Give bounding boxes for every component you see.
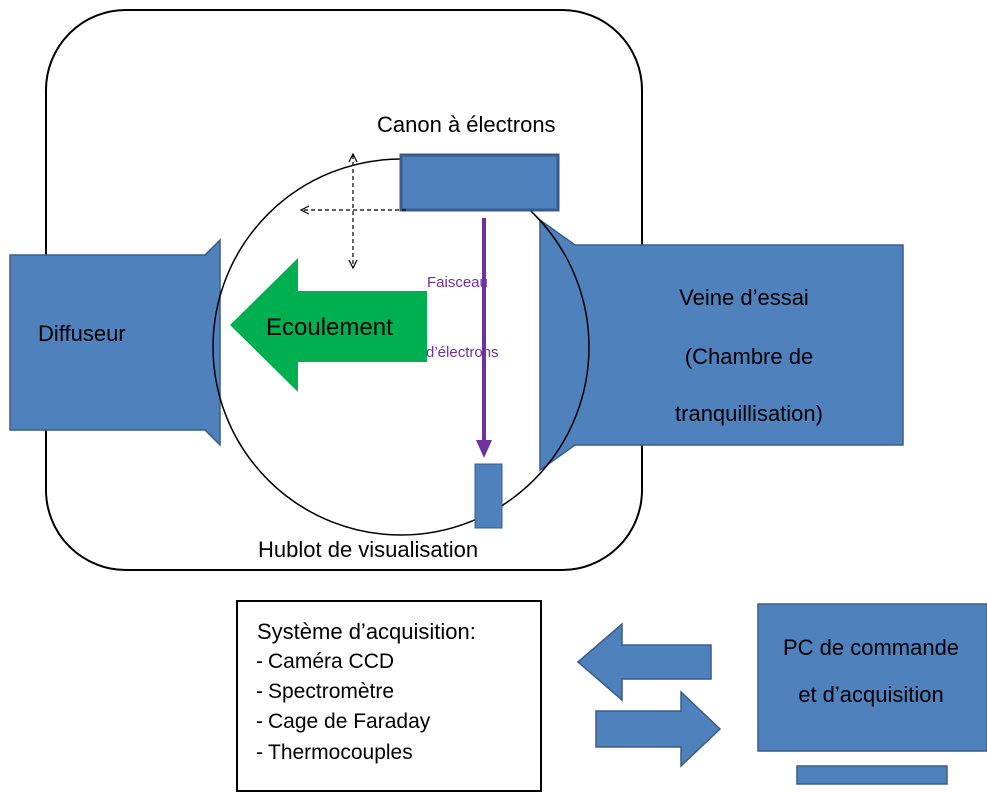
pc-monitor	[757, 603, 987, 752]
arrow-to-acquisition	[576, 622, 712, 702]
electron-beam-arrowhead	[476, 440, 492, 458]
diffuser-label: Diffuseur	[38, 321, 126, 346]
pc-label-line2: et d’acquisition	[798, 682, 944, 707]
test-section-label-line3: tranquillisation)	[675, 401, 823, 426]
viewport-label: Hublot de visualisation	[258, 537, 479, 562]
electron-gun-label: Canon à électrons	[377, 112, 556, 137]
arrow-to-pc	[595, 690, 722, 768]
acquisition-system-box	[236, 600, 542, 792]
flow-arrow	[230, 258, 427, 392]
flow-label: Ecoulement	[266, 314, 393, 341]
acquisition-item: -Caméra CCD	[256, 650, 395, 673]
test-section-label-line2: (Chambre de	[684, 344, 814, 369]
acquisition-item: -Thermocouples	[256, 741, 413, 764]
diffuser-shape	[9, 238, 221, 447]
test-section-shape	[539, 218, 904, 472]
acquisition-item: -Spectromètre	[256, 680, 395, 703]
pc-stand	[796, 765, 948, 785]
acquisition-title: Système d’acquisition:	[257, 619, 476, 644]
electron-gun-shape	[399, 153, 560, 212]
beam-label-line1: Faisceau	[427, 274, 488, 291]
test-section-label-line1: Veine d’essai	[679, 285, 809, 310]
acquisition-item: -Cage de Faraday	[256, 710, 431, 733]
beam-label-line2: d’électrons	[426, 344, 499, 361]
viewport-shape	[474, 463, 503, 529]
pc-label-line1: PC de commande	[782, 635, 960, 660]
